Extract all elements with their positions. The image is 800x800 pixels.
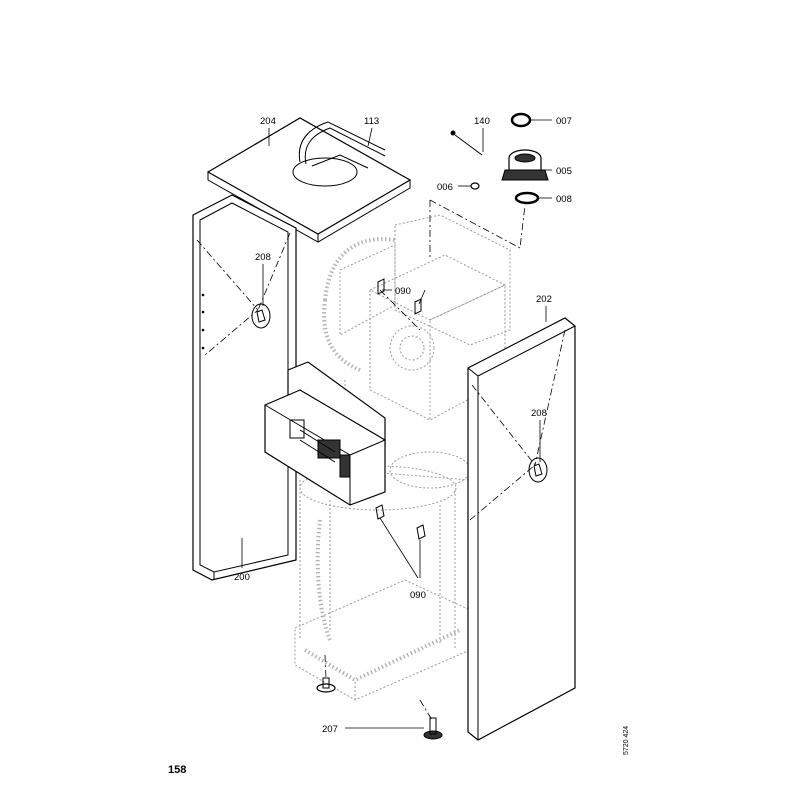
callout-006: 006: [437, 182, 453, 193]
control-unit: [264, 361, 386, 506]
callout-090-bottom: 090: [410, 590, 426, 601]
boiler-body-ghost: [294, 214, 511, 701]
side-panel-left-200: [192, 194, 297, 581]
callout-005: 005: [556, 166, 572, 177]
cable-channel-113: [298, 121, 386, 169]
feet-207: [316, 677, 443, 740]
callout-140: 140: [474, 116, 490, 127]
clips-090: [375, 278, 426, 540]
page-number: 158: [168, 764, 186, 776]
callout-208-left: 208: [255, 252, 271, 263]
callout-208-right: 208: [531, 408, 547, 419]
callout-200: 200: [234, 572, 250, 583]
callout-007: 007: [556, 116, 572, 127]
leader-lines: [241, 119, 552, 729]
callout-labels: 204 113 140 007 005 006 008 208 090 202 …: [234, 116, 572, 735]
flue-adapter-parts: [450, 112, 549, 205]
side-panel-right-202: [467, 317, 576, 741]
callout-113: 113: [364, 116, 379, 127]
callout-202: 202: [536, 294, 552, 305]
callout-207: 207: [322, 724, 338, 735]
drawing-reference: 5720 424: [623, 726, 630, 755]
callout-090-top: 090: [395, 286, 411, 297]
callout-008: 008: [556, 194, 572, 205]
callout-204: 204: [260, 116, 276, 127]
